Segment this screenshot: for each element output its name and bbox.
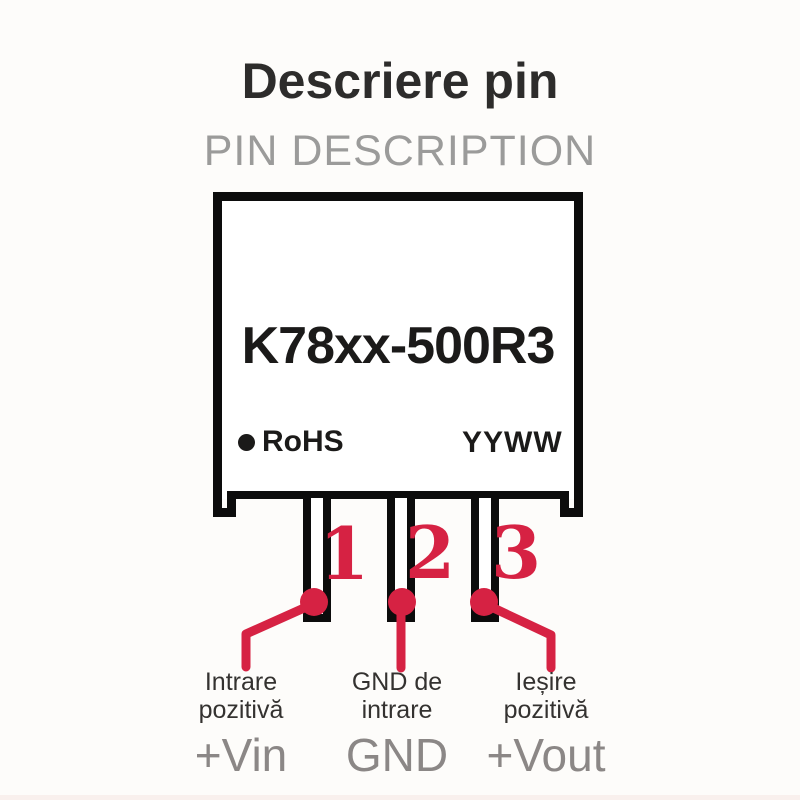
pin2-description-line2: intrare xyxy=(361,696,433,724)
module-case-body xyxy=(213,192,583,499)
bottom-edge-tint xyxy=(0,795,800,800)
page-subtitle: PIN DESCRIPTION xyxy=(203,127,597,175)
case-bottom-shoulder xyxy=(227,491,569,499)
rohs-marking: RoHS xyxy=(238,425,344,458)
pin2-signal-label: GND xyxy=(345,729,449,781)
pin1-signal-label: +Vin xyxy=(194,729,288,781)
date-code-label: YYWW xyxy=(462,426,563,459)
pin1-label-column: Intrare pozitivă +Vin xyxy=(136,668,346,779)
page-title: Descriere pin xyxy=(241,53,559,109)
pin2-description-line1: GND de xyxy=(351,668,443,696)
case-left-foot xyxy=(213,508,236,517)
rohs-bullet-icon xyxy=(238,433,255,451)
case-right-riser xyxy=(560,491,569,517)
case-top-border xyxy=(213,192,583,201)
case-right-foot xyxy=(560,508,583,517)
pin3-description-line1: Ieșire xyxy=(515,668,577,696)
case-left-riser xyxy=(227,491,236,517)
part-number-label: K78xx-500R3 xyxy=(241,317,556,375)
pin1-description-line1: Intrare xyxy=(204,668,278,696)
pin-number-3: 3 xyxy=(490,510,542,595)
rohs-label: RoHS xyxy=(262,425,344,458)
case-left-wall xyxy=(213,192,222,517)
pin1-description-line2: pozitivă xyxy=(198,696,284,724)
pin2-label-column: GND de intrare GND xyxy=(292,668,502,779)
case-right-wall xyxy=(574,192,583,517)
pin3-label-column: Ieșire pozitivă +Vout xyxy=(441,668,651,779)
pin-number-1: 1 xyxy=(318,511,370,596)
pin3-description-line2: pozitivă xyxy=(503,696,589,724)
pin-number-2: 2 xyxy=(404,510,456,595)
pin3-signal-label: +Vout xyxy=(486,729,606,781)
